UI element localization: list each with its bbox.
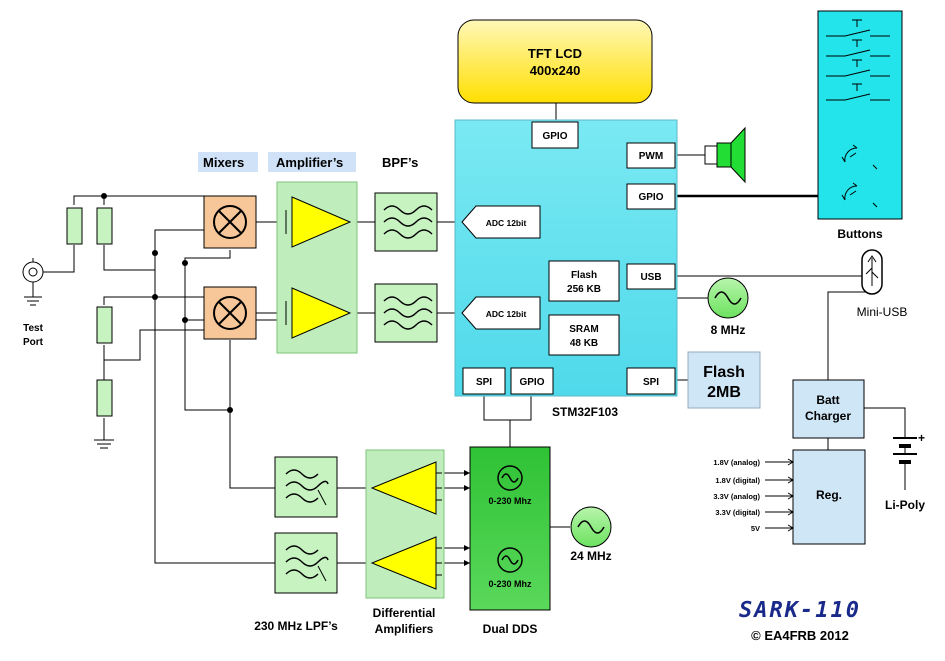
sram-label-1: SRAM — [569, 324, 598, 335]
reg-outputs — [765, 458, 794, 532]
buttons-label: Buttons — [837, 227, 883, 241]
out-18v-analog: 1.8V (analog) — [713, 458, 760, 467]
switch-icons — [826, 19, 890, 208]
lcd-resolution: 400x240 — [530, 63, 581, 78]
battery-icon — [893, 437, 917, 470]
dds-osc-icons — [497, 465, 523, 573]
spi-dds-label: SPI — [476, 377, 492, 388]
clock-8mhz-label: 8 MHz — [711, 323, 746, 337]
mcu-spi-flash — [626, 367, 676, 395]
flash-2mb — [687, 351, 761, 409]
dds-input-arrows — [464, 470, 470, 566]
test-port-label-1: Test — [23, 323, 43, 334]
mixer-bottom — [203, 286, 257, 340]
mcu-gpio-lcd — [531, 121, 579, 149]
usb-label: USB — [640, 272, 661, 283]
dds-range-top: 0-230 Mhz — [488, 496, 532, 506]
test-port — [22, 261, 44, 306]
mcu-flash — [548, 260, 620, 302]
reg-label: Reg. — [816, 488, 842, 502]
buttons-panel — [817, 10, 903, 220]
adc-bottom — [461, 296, 541, 330]
test-port-label-2: Port — [23, 337, 44, 348]
lcd-title: TFT LCD — [528, 46, 582, 61]
adc-bottom-label: ADC 12bit — [486, 309, 527, 319]
mcu-usb — [626, 263, 676, 290]
pwm-label: PWM — [639, 151, 663, 162]
batt-charger — [792, 379, 865, 439]
dds-range-bottom: 0-230 Mhz — [488, 579, 532, 589]
diff-amps-label-2: Amplifiers — [375, 622, 434, 636]
battery-plus: + — [918, 431, 925, 445]
mcu-pwm — [626, 142, 676, 169]
junctions — [101, 193, 233, 413]
speaker-icon — [704, 126, 746, 184]
mcu-gpio-buttons — [626, 183, 676, 210]
gpio-dds-label: GPIO — [519, 377, 544, 388]
out-18v-digital: 1.8V (digital) — [715, 476, 760, 485]
amplifiers-label: Amplifier’s — [276, 155, 343, 170]
gpio-buttons-label: GPIO — [638, 192, 663, 203]
mcu-sram — [548, 314, 620, 356]
ground-icon — [94, 439, 114, 449]
flash-2mb-label-1: Flash — [703, 364, 745, 381]
osc-24mhz — [570, 506, 612, 548]
lpfs-label: 230 MHz LPF’s — [254, 619, 338, 633]
diff-amps-label-1: Differential — [373, 606, 436, 620]
mini-usb-connector — [861, 249, 883, 295]
adc-top — [461, 205, 541, 239]
spi-flash-label: SPI — [643, 377, 659, 388]
out-33v-digital: 3.3V (digital) — [715, 508, 760, 517]
sram-label-2: 48 KB — [570, 338, 598, 349]
amp-top — [285, 196, 352, 248]
dual-dds — [469, 446, 551, 611]
bpfs-label: BPF’s — [382, 155, 418, 170]
gpio-lcd-label: GPIO — [542, 131, 567, 142]
lpf-bottom — [274, 532, 338, 594]
amps-label-bg — [268, 152, 356, 172]
diff-amp-top — [370, 461, 442, 515]
mixer-top — [203, 195, 257, 249]
dual-dds-label: Dual DDS — [483, 622, 538, 636]
mixers-label: Mixers — [203, 155, 244, 170]
clock-24mhz-label: 24 MHz — [570, 549, 611, 563]
mcu-name: STM32F103 — [552, 405, 618, 419]
diff-amp-bottom — [370, 536, 442, 590]
mini-usb-label: Mini-USB — [857, 305, 908, 319]
regulator — [792, 449, 866, 545]
flash-label-1: Flash — [571, 270, 597, 281]
adc-top-label: ADC 12bit — [486, 218, 527, 228]
tft-lcd — [457, 19, 653, 104]
lpf-top — [274, 456, 338, 518]
copyright: © EA4FRB 2012 — [751, 628, 849, 643]
amp-bottom — [285, 287, 352, 339]
mixers-label-bg — [198, 152, 258, 172]
bpf-bottom — [374, 283, 438, 343]
li-poly-label: Li-Poly — [885, 498, 925, 512]
bpf-top — [374, 192, 438, 252]
sark110-logo: SARK-110 — [739, 598, 861, 623]
mcu-spi-dds — [462, 367, 506, 395]
out-33v-analog: 3.3V (analog) — [713, 492, 760, 501]
out-5v: 5V — [751, 524, 760, 533]
flash-2mb-label-2: 2MB — [707, 384, 741, 401]
osc-8mhz — [707, 277, 749, 319]
batt-label-2: Charger — [805, 409, 851, 423]
batt-label-1: Batt — [816, 393, 839, 407]
mcu-gpio-dds — [510, 367, 554, 395]
flash-label-2: 256 KB — [567, 284, 601, 295]
resistors — [66, 207, 113, 417]
